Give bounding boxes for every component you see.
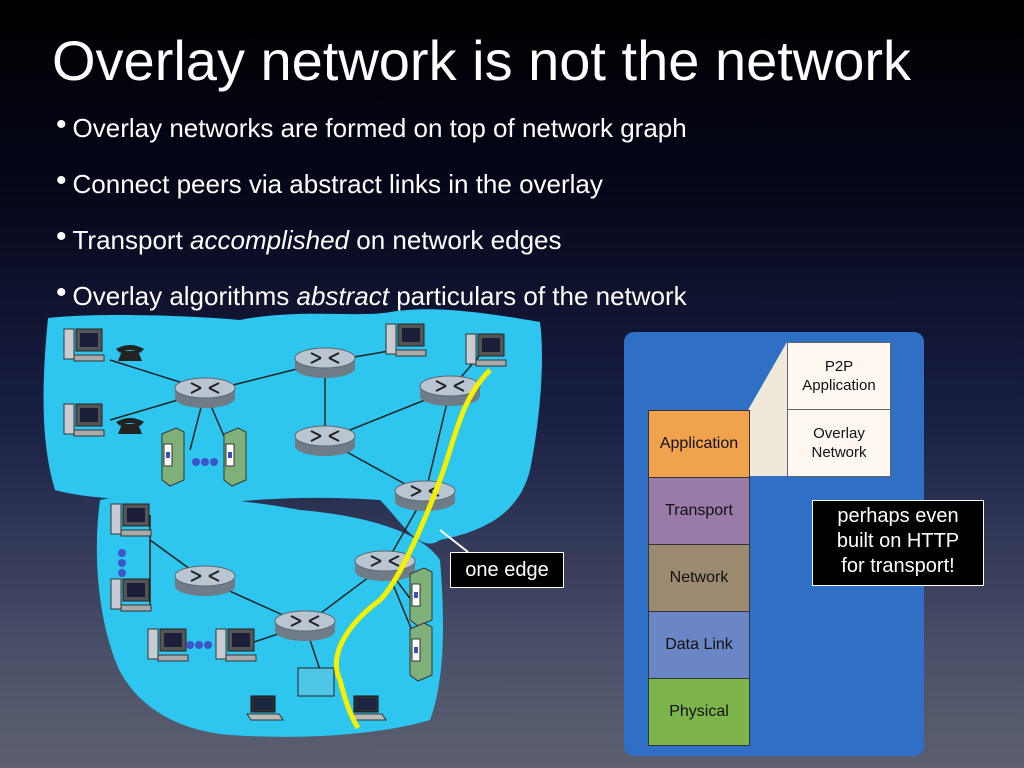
bullet-dot-icon: •	[56, 108, 67, 141]
box-label: Network	[811, 444, 867, 461]
callout-pointer	[439, 529, 469, 553]
base-station-icon	[297, 667, 335, 697]
layer-label: Physical	[669, 703, 729, 720]
p2p-application-box: P2P Application	[787, 342, 891, 410]
edge-callout-text: one edge	[465, 559, 549, 581]
layer-label: Network	[669, 569, 729, 586]
box-label: P2P	[824, 358, 854, 375]
layer-data-link: Data Link	[648, 611, 750, 679]
layer-transport: Transport	[648, 477, 750, 545]
bullet-text: Overlay networks are formed on top of ne…	[72, 113, 687, 143]
bullet-emphasis: accomplished	[190, 225, 350, 255]
edge-callout: one edge	[450, 552, 564, 588]
layer-label: Transport	[665, 502, 733, 519]
box-label: Application	[802, 377, 876, 394]
bullet-item: •Overlay networks are formed on top of n…	[56, 108, 687, 164]
box-label: Overlay	[813, 425, 865, 442]
bullet-dot-icon: •	[56, 220, 67, 253]
bullet-text: Overlay algorithms	[72, 281, 297, 311]
bullet-item: •Overlay algorithms abstract particulars…	[56, 276, 687, 332]
bullet-item: •Connect peers via abstract links in the…	[56, 164, 687, 220]
bullet-text: Transport	[72, 225, 191, 255]
bullet-dot-icon: •	[56, 276, 67, 309]
callout-line: perhaps even	[837, 505, 959, 527]
bullet-text: particulars of the network	[388, 281, 687, 311]
bullet-list: •Overlay networks are formed on top of n…	[56, 108, 687, 332]
http-callout: perhaps even built on HTTP for transport…	[812, 500, 984, 586]
layer-network: Network	[648, 544, 750, 612]
layer-label: Data Link	[665, 636, 733, 653]
slide-title: Overlay network is not the network	[52, 29, 912, 92]
callout-line: built on HTTP	[836, 530, 960, 552]
bullet-emphasis: abstract	[296, 281, 389, 311]
callout-line: for transport!	[841, 555, 955, 577]
ellipsis-dots-icon	[118, 458, 218, 649]
bullet-text: Connect peers via abstract links in the …	[72, 169, 603, 199]
network-cloud	[96, 495, 443, 737]
bullet-item: •Transport accomplished on network edges	[56, 220, 687, 276]
layer-label: Application	[659, 435, 739, 452]
layer-application: Application	[648, 410, 750, 478]
bullet-text: on network edges	[349, 225, 562, 255]
layer-physical: Physical	[648, 678, 750, 746]
overlay-edge-path	[333, 368, 492, 730]
bullet-dot-icon: •	[56, 164, 67, 197]
